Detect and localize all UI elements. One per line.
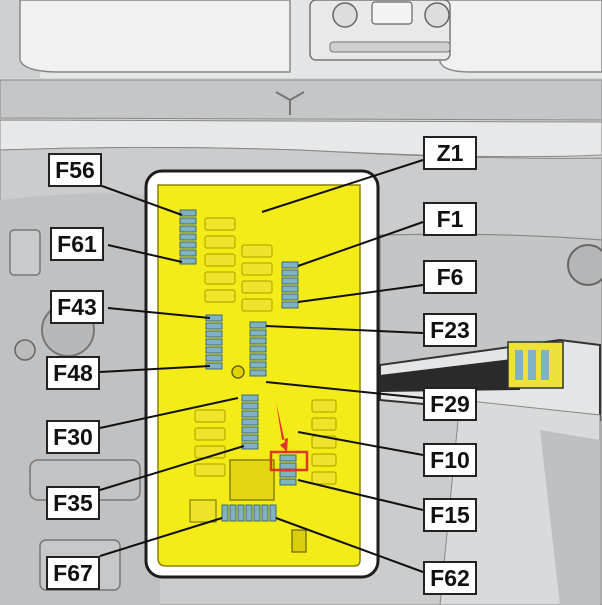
callout-f29: F29 — [423, 387, 477, 421]
fuse-group-lower — [241, 394, 259, 450]
highlight-box — [269, 450, 309, 472]
fuse-group-bottom — [221, 504, 277, 522]
callout-z1: Z1 — [423, 136, 477, 170]
fuse-group-right-top — [281, 261, 299, 309]
glovebox-opening — [380, 358, 520, 392]
left-knob-icon — [332, 2, 358, 28]
leader-lines — [99, 159, 424, 573]
callout-f48: F48 — [46, 356, 100, 390]
instrument-panel-right — [439, 0, 602, 73]
callout-f30: F30 — [46, 420, 100, 454]
callout-f56: F56 — [48, 153, 102, 187]
right-knob-icon — [424, 2, 450, 28]
fuse-group-left-top — [179, 209, 197, 265]
callout-f15: F15 — [423, 498, 477, 532]
instrument-panel-left — [19, 0, 291, 73]
callout-f10: F10 — [423, 443, 477, 477]
callout-f62: F62 — [423, 561, 477, 595]
callout-f6: F6 — [423, 260, 477, 294]
callout-f61: F61 — [50, 227, 104, 261]
highlight-arrow-icon — [276, 402, 288, 452]
callout-f43: F43 — [50, 290, 104, 324]
relay-block — [229, 459, 275, 501]
display-icon — [371, 1, 413, 25]
callout-f67: F67 — [46, 556, 100, 590]
callout-f23: F23 — [423, 313, 477, 347]
fuse-group-center — [249, 321, 267, 377]
air-vent-right-icon — [567, 244, 602, 286]
fuse-group-left-mid — [205, 314, 223, 370]
callout-f35: F35 — [46, 486, 100, 520]
mounting-screw-icon — [231, 365, 245, 379]
callout-f1: F1 — [423, 202, 477, 236]
